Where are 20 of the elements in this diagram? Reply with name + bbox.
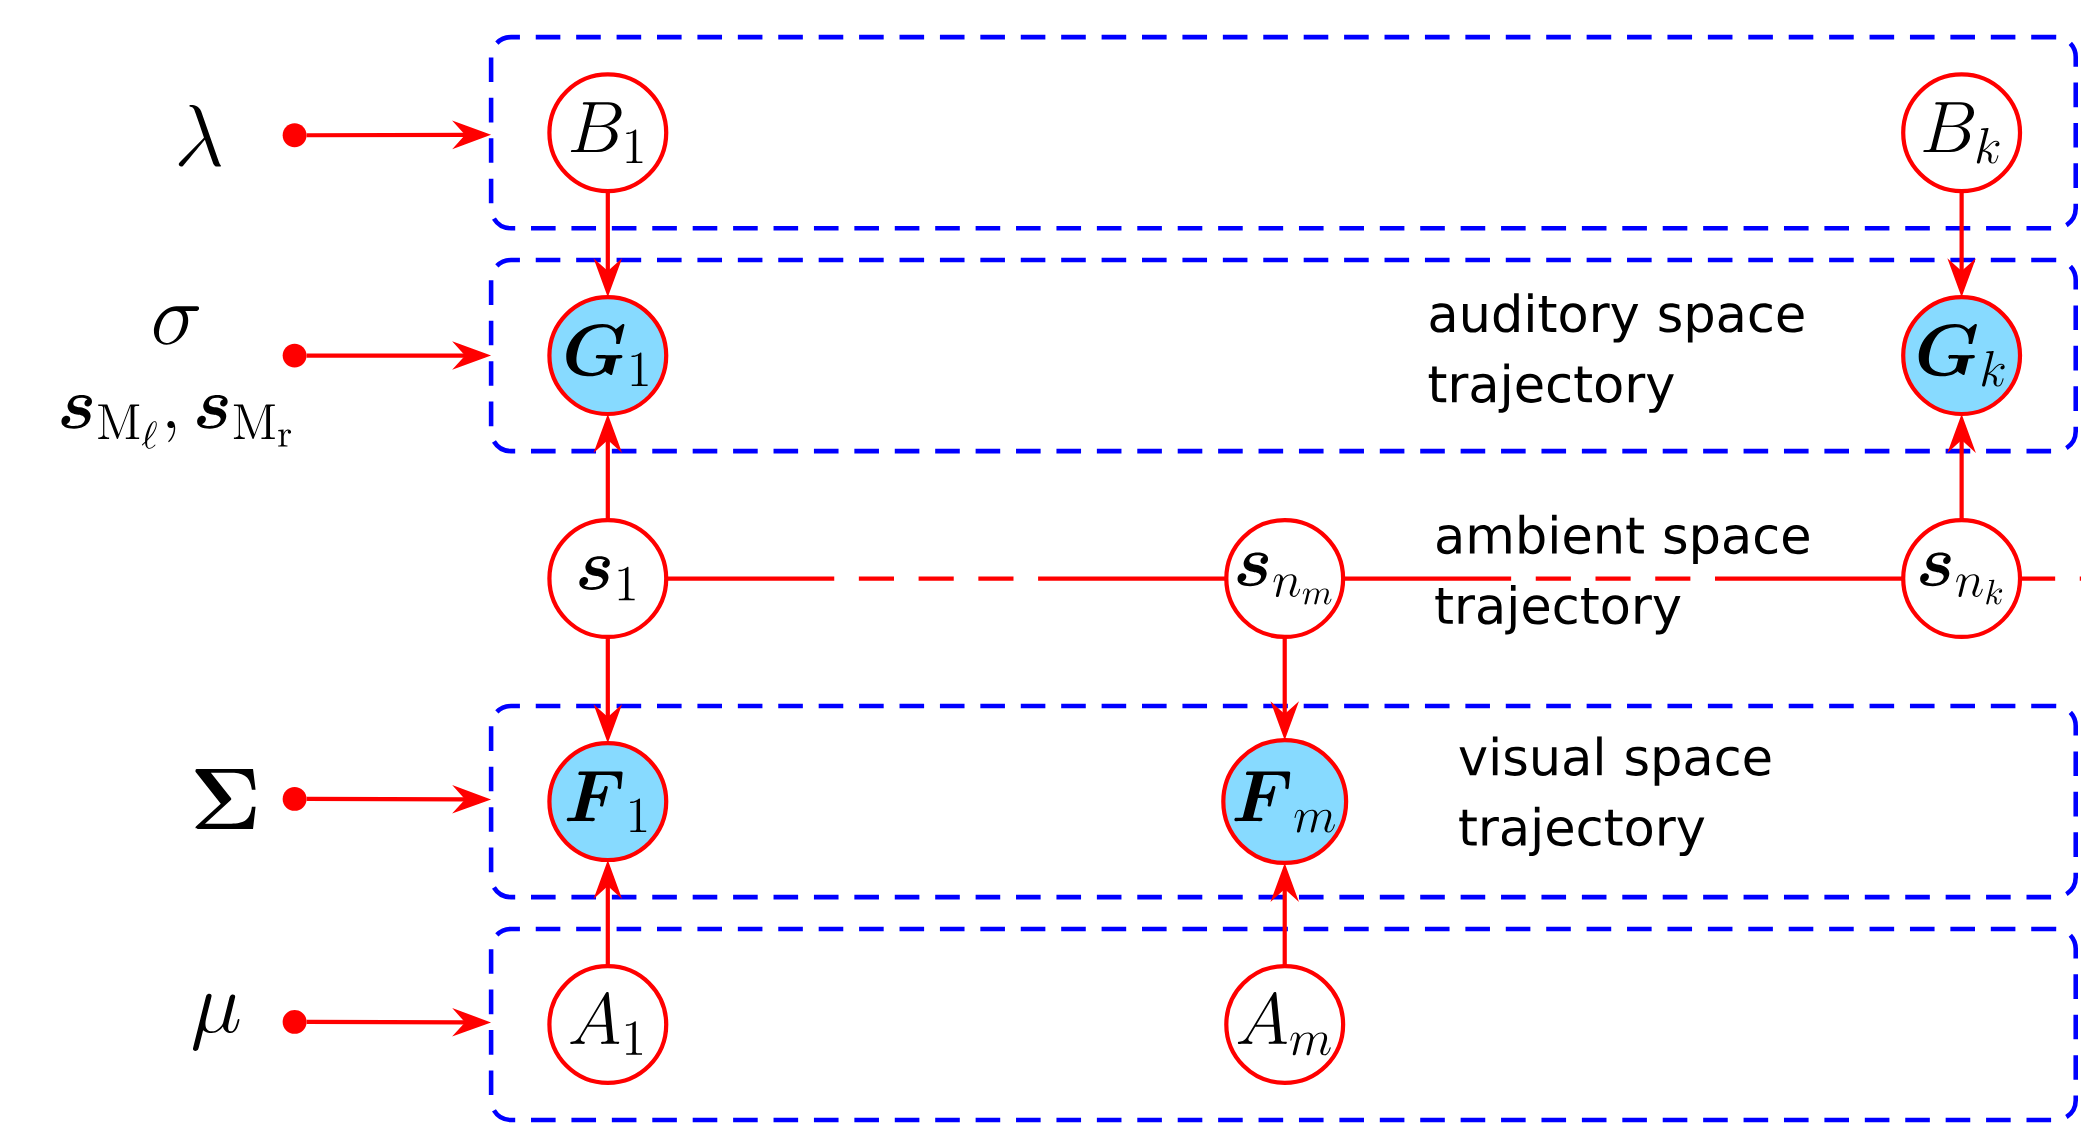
parameter-symbol: $\mu$	[193, 993, 240, 1051]
connector-line	[1343, 576, 1904, 581]
circle-node: $A_1$	[547, 963, 669, 1085]
dashed-box	[488, 34, 2078, 231]
dashed-box	[488, 926, 2078, 1123]
circle-node: $A_m$	[1224, 963, 1346, 1085]
parameter-symbol: $\boldsymbol{s}_{\mathrm{M}_\ell},\boldsymbol{s}_{\mathrm{M}_\mathrm{r}}$	[61, 394, 292, 449]
connector-line	[2020, 576, 2081, 581]
circle-node: $\boldsymbol{s}_{n_m}$	[1224, 517, 1346, 639]
circle-node: $B_k$	[1901, 72, 2023, 193]
circle-node: $\boldsymbol{s}_1$	[547, 517, 669, 639]
box-text: auditory space trajectory	[1428, 292, 1804, 413]
text-label: ambient space trajectory	[1435, 514, 1809, 635]
parameter-symbol: $\sigma$	[153, 306, 200, 345]
connector-line	[666, 576, 1227, 581]
circle-node: $B_1$	[547, 72, 669, 193]
circle-node: $\boldsymbol{s}_{n_k}$	[1901, 517, 2023, 639]
parameter-symbol: $\boldsymbol{\Sigma}$	[195, 768, 256, 829]
parameter-symbol: $\lambda$	[178, 104, 221, 167]
box-text: visual space trajectory	[1459, 736, 1771, 856]
